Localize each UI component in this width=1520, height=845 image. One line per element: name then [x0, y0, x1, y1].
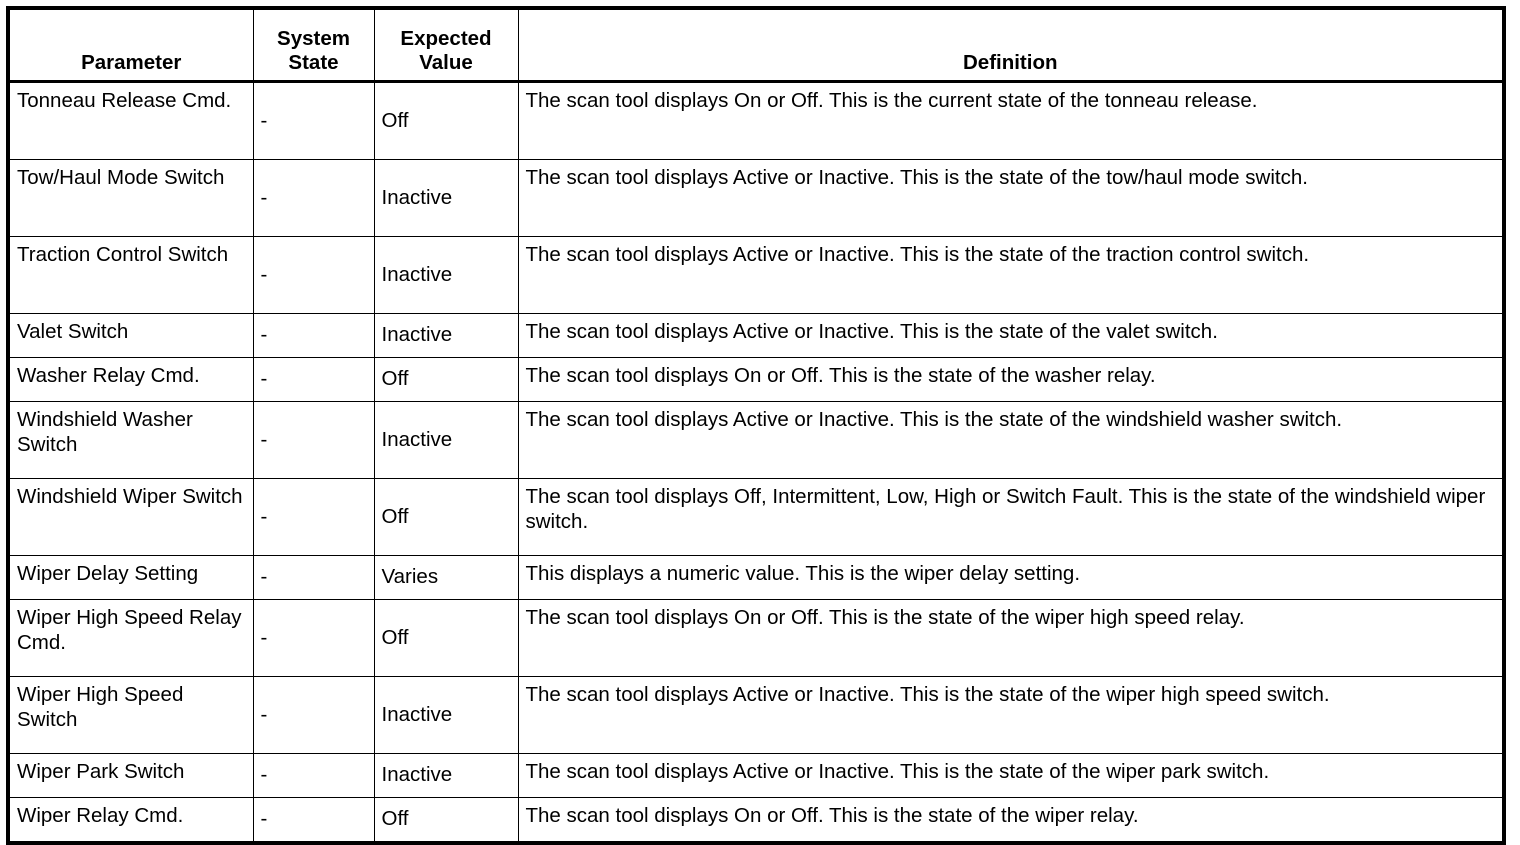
- cell-expected-value: Varies: [373, 555, 519, 600]
- column-header-expected-value-line2: Value: [419, 51, 473, 75]
- cell-parameter: Traction Control Switch: [7, 236, 254, 314]
- cell-system-state: -: [252, 159, 375, 237]
- cell-expected-value: Inactive: [373, 753, 519, 798]
- cell-definition: The scan tool displays Active or Inactiv…: [517, 159, 1505, 237]
- cell-system-state: -: [252, 81, 375, 160]
- cell-parameter: Tow/Haul Mode Switch: [7, 159, 254, 237]
- cell-system-state: -: [252, 401, 375, 479]
- cell-parameter: Tonneau Release Cmd.: [7, 81, 254, 160]
- column-header-definition-label: Definition: [962, 51, 1058, 75]
- cell-definition: The scan tool displays On or Off. This i…: [517, 81, 1505, 160]
- column-header-system-state-line2: State: [288, 51, 339, 75]
- cell-system-state: -: [252, 357, 375, 402]
- cell-expected-value: Inactive: [373, 159, 519, 237]
- cell-parameter: Wiper High Speed Switch: [7, 676, 254, 754]
- cell-definition: The scan tool displays On or Off. This i…: [517, 599, 1505, 677]
- column-header-system-state-line1: System: [277, 26, 350, 50]
- cell-definition: The scan tool displays Active or Inactiv…: [517, 313, 1505, 358]
- cell-definition: The scan tool displays On or Off. This i…: [517, 797, 1505, 844]
- cell-parameter: Wiper High Speed Relay Cmd.: [7, 599, 254, 677]
- cell-expected-value: Off: [373, 81, 519, 160]
- cell-system-state: -: [252, 236, 375, 314]
- cell-definition: The scan tool displays On or Off. This i…: [517, 357, 1505, 402]
- cell-definition: This displays a numeric value. This is t…: [517, 555, 1505, 600]
- cell-definition: The scan tool displays Active or Inactiv…: [517, 401, 1505, 479]
- cell-system-state: -: [252, 676, 375, 754]
- cell-system-state: -: [252, 599, 375, 677]
- cell-parameter: Wiper Delay Setting: [7, 555, 254, 600]
- cell-system-state: -: [252, 478, 375, 556]
- cell-parameter: Wiper Park Switch: [7, 753, 254, 798]
- column-header-parameter: Parameter: [7, 7, 254, 83]
- cell-system-state: -: [252, 555, 375, 600]
- cell-parameter: Valet Switch: [7, 313, 254, 358]
- column-header-expected-value-line1: Expected: [400, 26, 492, 50]
- cell-definition: The scan tool displays Active or Inactiv…: [517, 236, 1505, 314]
- cell-expected-value: Inactive: [373, 676, 519, 754]
- cell-parameter: Wiper Relay Cmd.: [7, 797, 254, 844]
- cell-definition: The scan tool displays Active or Inactiv…: [517, 753, 1505, 798]
- cell-expected-value: Off: [373, 357, 519, 402]
- column-header-definition: Definition: [517, 7, 1505, 83]
- cell-definition: The scan tool displays Off, Intermittent…: [517, 478, 1505, 556]
- cell-expected-value: Inactive: [373, 401, 519, 479]
- cell-definition: The scan tool displays Active or Inactiv…: [517, 676, 1505, 754]
- cell-parameter: Windshield Washer Switch: [7, 401, 254, 479]
- cell-expected-value: Off: [373, 599, 519, 677]
- cell-expected-value: Off: [373, 797, 519, 844]
- cell-system-state: -: [252, 797, 375, 844]
- cell-parameter: Windshield Wiper Switch: [7, 478, 254, 556]
- cell-parameter: Washer Relay Cmd.: [7, 357, 254, 402]
- column-header-parameter-label: Parameter: [81, 51, 182, 75]
- cell-expected-value: Inactive: [373, 313, 519, 358]
- cell-expected-value: Off: [373, 478, 519, 556]
- cell-system-state: -: [252, 313, 375, 358]
- cell-expected-value: Inactive: [373, 236, 519, 314]
- cell-system-state: -: [252, 753, 375, 798]
